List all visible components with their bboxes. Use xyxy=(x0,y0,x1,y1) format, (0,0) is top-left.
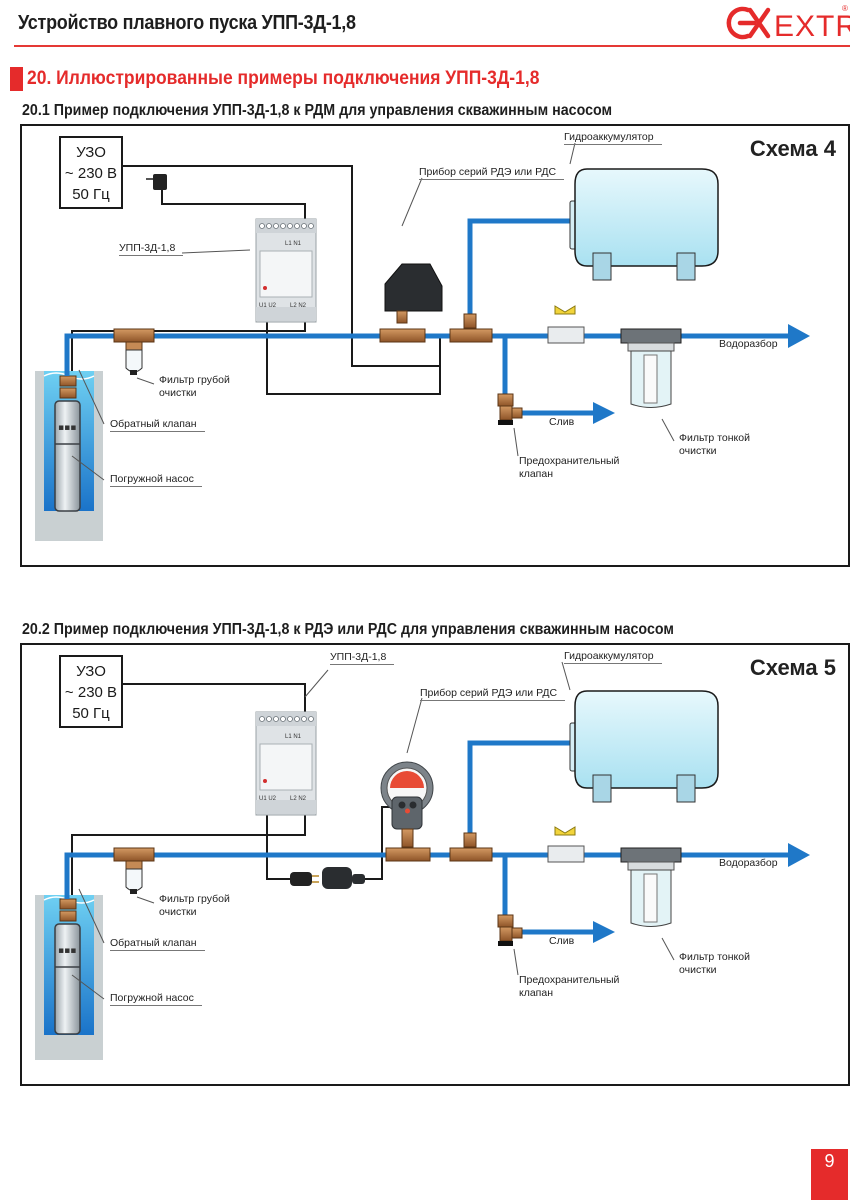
svg-text:®: ® xyxy=(842,4,848,13)
tee-fitting-icon xyxy=(449,313,493,343)
tee-fitting-icon xyxy=(449,832,493,862)
label-pressure-device: Прибор серий РДЭ или РДС xyxy=(419,166,565,180)
leader-lines xyxy=(71,661,675,1000)
page-header: Устройство плавного пуска УПП-3Д-1,8 EXT… xyxy=(0,0,858,50)
terminal-label-top: L1 N1 xyxy=(285,241,302,247)
label-coarse-filter: Фильтр грубой очистки xyxy=(159,893,230,919)
scheme-5-drawing: ▪▪▪ L1 N1 U1 U xyxy=(35,661,810,1060)
label-coarse-filter-line2: очистки xyxy=(159,387,197,399)
document-title: Устройство плавного пуска УПП-3Д-1,8 xyxy=(18,12,356,34)
pressure-switch-icon xyxy=(379,263,443,343)
label-coarse-filter-line1: Фильтр грубой xyxy=(159,893,230,905)
label-accumulator: Гидроаккумулятор xyxy=(564,131,662,145)
accumulator-tank-icon xyxy=(569,168,719,281)
terminal-label-bottom-right: L2 N2 xyxy=(290,303,307,309)
upp-device-icon xyxy=(255,218,317,323)
label-safety-valve-line1: Предохранительный xyxy=(519,974,620,986)
rcd-voltage: ~ 230 В xyxy=(64,684,118,701)
scheme-5-label: Схема 5 xyxy=(749,655,836,680)
label-pump: Погружной насос xyxy=(110,992,202,1006)
label-upp: УПП-3Д-1,8 xyxy=(119,242,184,256)
label-check-valve: Обратный клапан xyxy=(110,937,205,951)
safety-valve-icon xyxy=(497,914,523,946)
submersible-pump-icon: ▪▪▪ xyxy=(54,898,81,1035)
scheme-5-diagram: ▪▪▪ L1 N1 U1 U xyxy=(20,643,850,1086)
label-pressure-device: Прибор серий РДЭ или РДС xyxy=(420,687,566,701)
svg-text:▪▪▪: ▪▪▪ xyxy=(58,946,76,956)
svg-text:EXTRA: EXTRA xyxy=(774,10,850,42)
label-fine-filter: Фильтр тонкой очистки xyxy=(679,432,750,458)
label-coarse-filter: Фильтр грубой очистки xyxy=(159,374,230,400)
terminal-label-bottom-left: U1 U2 xyxy=(259,796,277,802)
label-drain: Слив xyxy=(549,935,575,947)
scheme-4-label: Схема 4 xyxy=(749,136,836,161)
label-pump: Погружной насос xyxy=(110,473,202,487)
rcd-voltage: ~ 230 В xyxy=(64,165,118,182)
label-fine-filter-line2: очистки xyxy=(679,964,717,976)
label-fine-filter-line2: очистки xyxy=(679,445,717,457)
page-number: 9 xyxy=(811,1149,848,1200)
label-accumulator: Гидроаккумулятор xyxy=(564,650,662,664)
ball-valve-icon xyxy=(547,826,585,863)
label-fine-filter: Фильтр тонкой очистки xyxy=(679,951,750,977)
label-coarse-filter-line1: Фильтр грубой xyxy=(159,374,230,386)
drain-arrow-icon xyxy=(593,402,615,424)
label-safety-valve-line1: Предохранительный xyxy=(519,455,620,467)
pressure-gauge-icon xyxy=(380,761,434,862)
label-drain: Слив xyxy=(549,416,575,428)
fine-filter-icon xyxy=(620,847,682,927)
rcd-label: УЗО xyxy=(76,663,106,680)
wiring xyxy=(71,165,441,395)
scheme-5-subtitle: 20.2 Пример подключения УПП-3Д-1,8 к РДЭ… xyxy=(22,621,674,638)
label-coarse-filter-line2: очистки xyxy=(159,906,197,918)
label-water-outlet: Водоразбор xyxy=(719,338,778,350)
label-fine-filter-line1: Фильтр тонкой xyxy=(679,432,750,444)
ball-valve-icon xyxy=(547,305,585,344)
coarse-filter-icon xyxy=(113,328,155,375)
power-plug-icon xyxy=(146,174,167,190)
rcd-frequency: 50 Гц xyxy=(72,705,110,722)
leader-lines xyxy=(71,142,675,481)
terminal-label-bottom-right: L2 N2 xyxy=(290,796,307,802)
accumulator-tank-icon xyxy=(569,690,719,803)
wiring xyxy=(71,683,390,895)
scheme-4-diagram: ▪▪▪ L1 N1 U1 U xyxy=(20,124,850,567)
svg-text:▪▪▪: ▪▪▪ xyxy=(58,423,76,433)
plug-socket-icon xyxy=(290,867,365,889)
scheme-4-subtitle: 20.1 Пример подключения УПП-3Д-1,8 к РДМ… xyxy=(22,102,613,119)
terminal-label-top: L1 N1 xyxy=(285,734,302,740)
outlet-arrow-icon xyxy=(788,324,810,348)
rcd-box: УЗО ~ 230 В 50 Гц xyxy=(59,655,123,728)
label-upp: УПП-3Д-1,8 xyxy=(330,651,395,665)
label-safety-valve-line2: клапан xyxy=(519,987,554,999)
section-heading: 20. Иллюстрированные примеры подключения… xyxy=(10,66,584,92)
coarse-filter-icon xyxy=(113,847,155,894)
safety-valve-icon xyxy=(497,393,523,425)
upp-device-icon xyxy=(255,711,317,816)
terminal-label-bottom-left: U1 U2 xyxy=(259,303,277,309)
label-safety-valve: Предохранительный клапан xyxy=(519,455,619,481)
rcd-label: УЗО xyxy=(76,144,106,161)
label-fine-filter-line1: Фильтр тонкой xyxy=(679,951,750,963)
label-water-outlet: Водоразбор xyxy=(719,857,778,869)
label-safety-valve-line2: клапан xyxy=(519,468,554,480)
extra-logo: EXTRA ® xyxy=(726,4,850,42)
rcd-frequency: 50 Гц xyxy=(72,186,110,203)
submersible-pump-icon: ▪▪▪ xyxy=(54,375,81,512)
section-marker xyxy=(10,67,23,91)
drain-arrow-icon xyxy=(593,921,615,943)
scheme-4-drawing: ▪▪▪ L1 N1 U1 U xyxy=(35,142,810,541)
header-divider xyxy=(14,45,850,47)
rcd-box: УЗО ~ 230 В 50 Гц xyxy=(59,136,123,209)
section-title-text: 20. Иллюстрированные примеры подключения… xyxy=(27,68,540,89)
fine-filter-icon xyxy=(620,328,682,408)
label-check-valve: Обратный клапан xyxy=(110,418,205,432)
label-safety-valve: Предохранительный клапан xyxy=(519,974,619,1000)
outlet-arrow-icon xyxy=(788,843,810,867)
